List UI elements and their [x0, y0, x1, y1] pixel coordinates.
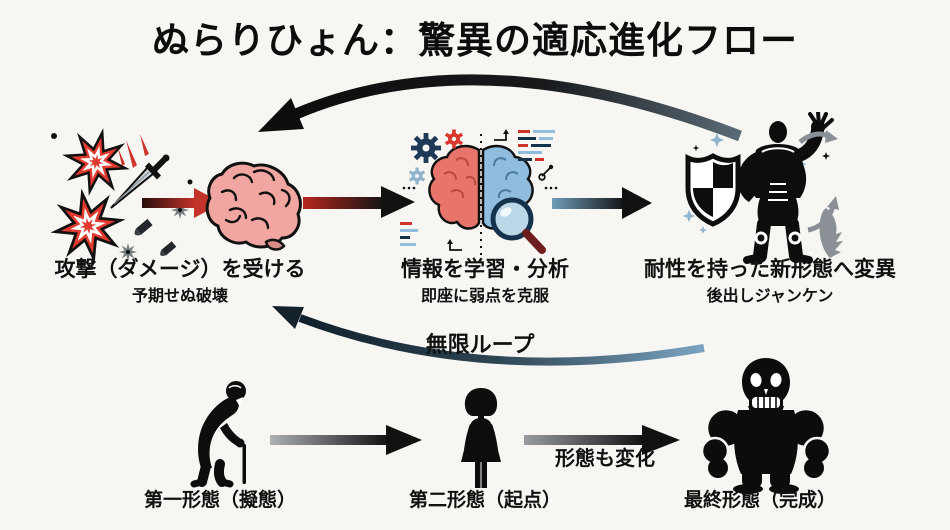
step2-label: 情報を学習・分析	[401, 258, 569, 281]
data-lines-icon	[400, 130, 555, 246]
gear-icon	[411, 133, 441, 163]
elder-man-icon	[190, 381, 246, 488]
woman-icon	[461, 388, 501, 488]
bullet-icon	[134, 218, 153, 236]
magnifier-icon	[490, 197, 546, 254]
infinite-loop-arrow-icon	[298, 314, 705, 366]
mutation-shield-figure-icon	[682, 112, 843, 264]
step2-sublabel: 即座に弱点を克服	[420, 288, 549, 305]
bullet-icon	[160, 241, 177, 257]
stage2-label: 第二形態（起点）	[408, 490, 561, 511]
shield-icon	[685, 153, 741, 227]
step1-sublabel: 予期せぬ破壊	[131, 288, 228, 305]
arrow-brain-to-analysis-icon	[303, 186, 415, 218]
infinite-loop-arrowhead-icon	[272, 306, 304, 329]
top-return-arrow-icon	[293, 74, 742, 142]
arrow-stage2-to-stage3-icon	[524, 425, 680, 455]
gray-claw-icon	[819, 208, 843, 258]
explosion-sword-attack-icon	[50, 128, 193, 264]
gear-icon	[408, 167, 426, 185]
infinite-loop-label: 無限ループ	[425, 332, 535, 357]
learning-analysis-brain-icon	[400, 129, 558, 256]
transition-label: 形態も変化	[555, 448, 655, 470]
arrow-stage1-to-stage2-icon	[270, 425, 422, 455]
top-return-arrowhead-icon	[258, 98, 304, 132]
stage1-label: 第一形態（擬態）	[143, 490, 296, 511]
brain-icon	[205, 161, 302, 251]
gear-icon	[444, 129, 464, 149]
arrow-analysis-to-mutation-icon	[552, 187, 652, 219]
skull-monster-icon	[700, 358, 832, 494]
page-title: ぬらりひょん：驚異の適応進化フロー	[152, 20, 798, 61]
step3-label: 耐性を持った新形態へ変異	[644, 258, 896, 281]
step3-sublabel: 後出しジャンケン	[706, 288, 834, 305]
step1-label: 攻撃（ダメージ）を受ける	[54, 258, 306, 281]
sword-icon	[110, 154, 170, 209]
stage3-label: 最終形態（完成）	[683, 490, 836, 511]
